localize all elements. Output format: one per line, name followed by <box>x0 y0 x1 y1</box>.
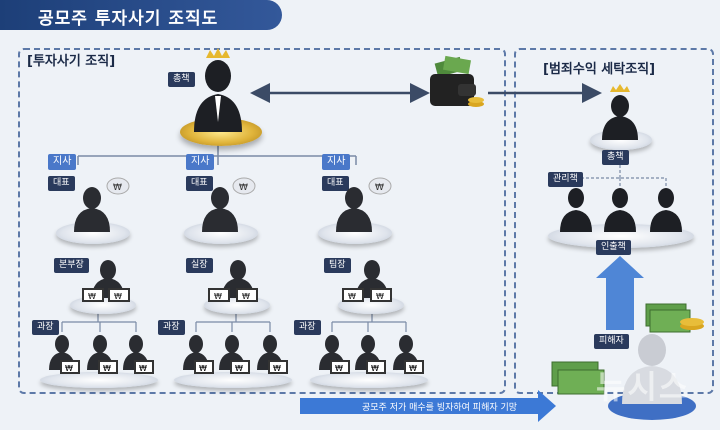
withdraw-label: 인출책 <box>596 240 631 255</box>
staff-platform-3 <box>310 372 428 388</box>
rep-label-1: 대표 <box>48 176 75 191</box>
investment-fraud-panel <box>18 48 506 394</box>
svg-text:₩: ₩ <box>103 364 111 373</box>
svg-text:₩: ₩ <box>199 364 207 373</box>
branch-tag-2: 지사 <box>186 154 215 170</box>
svg-text:₩: ₩ <box>409 364 417 373</box>
svg-text:₩: ₩ <box>214 292 222 301</box>
svg-text:₩: ₩ <box>371 364 379 373</box>
svg-text:₩: ₩ <box>242 292 250 301</box>
rep-label-2: 대표 <box>186 176 213 191</box>
svg-text:₩: ₩ <box>273 364 281 373</box>
section-label-3: 과장 <box>294 320 321 335</box>
manager-label-1: 본부장 <box>54 258 89 273</box>
svg-text:₩: ₩ <box>88 292 96 301</box>
branch-tag-3: 지사 <box>322 154 351 170</box>
section-label-2: 과장 <box>158 320 185 335</box>
staff-platform-1 <box>40 372 158 388</box>
investment-fraud-panel-title: [투자사기 조직] <box>24 50 119 69</box>
svg-text:₩: ₩ <box>114 292 122 301</box>
section-label-1: 과장 <box>32 320 59 335</box>
deception-arrow-text: 공모주 저가 매수를 빙자하여 피해자 기망 <box>362 403 518 413</box>
svg-text:₩: ₩ <box>376 292 384 301</box>
rep-label-3: 대표 <box>322 176 349 191</box>
title-bar <box>0 0 282 30</box>
svg-text:₩: ₩ <box>239 183 248 193</box>
victim-label: 피해자 <box>594 334 629 349</box>
page-title: 공모주 투자사기 조직도 <box>38 9 219 29</box>
svg-text:₩: ₩ <box>113 183 122 193</box>
laundering-panel <box>514 48 714 394</box>
svg-text:₩: ₩ <box>348 292 356 301</box>
svg-text:₩: ₩ <box>375 183 384 193</box>
svg-text:₩: ₩ <box>65 364 73 373</box>
laundering-boss-label: 총책 <box>602 150 629 165</box>
svg-text:₩: ₩ <box>235 364 243 373</box>
staff-platform-2 <box>174 372 292 388</box>
branch-tag-1: 지사 <box>48 154 77 170</box>
manager-label-3: 팀장 <box>324 258 351 273</box>
laundering-manager-label: 관리책 <box>548 172 583 187</box>
svg-text:₩: ₩ <box>335 364 343 373</box>
newsis-watermark: 뉴시스 <box>596 368 691 406</box>
svg-text:₩: ₩ <box>139 364 147 373</box>
manager-label-2: 실장 <box>186 258 213 273</box>
boss-label: 총책 <box>168 72 195 87</box>
laundering-panel-title: [범죄수익 세탁조직] <box>540 58 659 77</box>
